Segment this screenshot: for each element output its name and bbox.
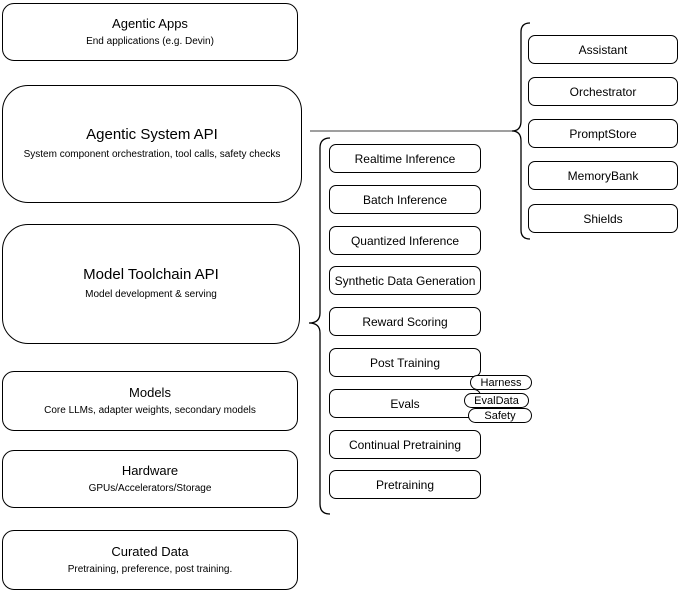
node-agentic-system-api: Agentic System API System component orch… bbox=[2, 85, 302, 203]
pill-label: EvalData bbox=[474, 394, 519, 407]
node-reward-scoring: Reward Scoring bbox=[329, 307, 481, 336]
node-hardware: Hardware GPUs/Accelerators/Storage bbox=[2, 450, 298, 508]
node-label: Pretraining bbox=[375, 477, 435, 492]
node-subtitle: Pretraining, preference, post training. bbox=[67, 563, 233, 575]
node-subtitle: End applications (e.g. Devin) bbox=[86, 35, 214, 47]
node-label: Orchestrator bbox=[569, 84, 637, 99]
node-title: Agentic System API bbox=[86, 126, 218, 144]
node-evals: Evals bbox=[329, 389, 481, 418]
node-orchestrator: Orchestrator bbox=[528, 77, 678, 106]
pill-safety: Safety bbox=[468, 408, 532, 423]
node-post-training: Post Training bbox=[329, 348, 481, 377]
pill-evaldata: EvalData bbox=[464, 393, 529, 408]
node-models: Models Core LLMs, adapter weights, secon… bbox=[2, 371, 298, 431]
node-title: Hardware bbox=[121, 462, 179, 478]
node-label: PromptStore bbox=[569, 126, 637, 141]
node-label: Batch Inference bbox=[362, 192, 448, 207]
pill-label: Harness bbox=[480, 376, 522, 389]
node-label: Reward Scoring bbox=[362, 314, 448, 329]
pill-harness: Harness bbox=[470, 375, 532, 390]
node-memorybank: MemoryBank bbox=[528, 161, 678, 190]
node-subtitle: GPUs/Accelerators/Storage bbox=[88, 482, 212, 494]
node-subtitle: Core LLMs, adapter weights, secondary mo… bbox=[44, 404, 256, 416]
node-curated-data: Curated Data Pretraining, preference, po… bbox=[2, 530, 298, 590]
node-title: Models bbox=[129, 384, 171, 400]
node-title: Agentic Apps bbox=[112, 15, 188, 31]
node-model-toolchain-api: Model Toolchain API Model development & … bbox=[2, 224, 300, 344]
node-synthetic-data-generation: Synthetic Data Generation bbox=[329, 266, 481, 295]
node-label: Continual Pretraining bbox=[348, 437, 462, 452]
node-title: Model Toolchain API bbox=[83, 266, 219, 284]
node-quantized-inference: Quantized Inference bbox=[329, 226, 481, 255]
node-label: Synthetic Data Generation bbox=[334, 273, 476, 288]
node-batch-inference: Batch Inference bbox=[329, 185, 481, 214]
pill-label: Safety bbox=[484, 409, 516, 422]
node-assistant: Assistant bbox=[528, 35, 678, 64]
node-label: Realtime Inference bbox=[354, 151, 456, 166]
node-realtime-inference: Realtime Inference bbox=[329, 144, 481, 173]
node-continual-pretraining: Continual Pretraining bbox=[329, 430, 481, 459]
node-label: Evals bbox=[390, 396, 420, 411]
node-label: Quantized Inference bbox=[350, 233, 460, 248]
node-label: MemoryBank bbox=[567, 168, 639, 183]
node-shields: Shields bbox=[528, 204, 678, 233]
node-label: Assistant bbox=[578, 42, 628, 57]
node-subtitle: Model development & serving bbox=[85, 289, 217, 301]
node-subtitle: System component orchestration, tool cal… bbox=[23, 149, 281, 161]
toolchain-group-brace bbox=[308, 137, 331, 515]
node-promptstore: PromptStore bbox=[528, 119, 678, 148]
node-pretraining: Pretraining bbox=[329, 470, 481, 499]
node-label: Shields bbox=[583, 211, 623, 226]
node-title: Curated Data bbox=[111, 543, 189, 559]
node-label: Post Training bbox=[369, 355, 441, 370]
node-agentic-apps: Agentic Apps End applications (e.g. Devi… bbox=[2, 3, 298, 61]
